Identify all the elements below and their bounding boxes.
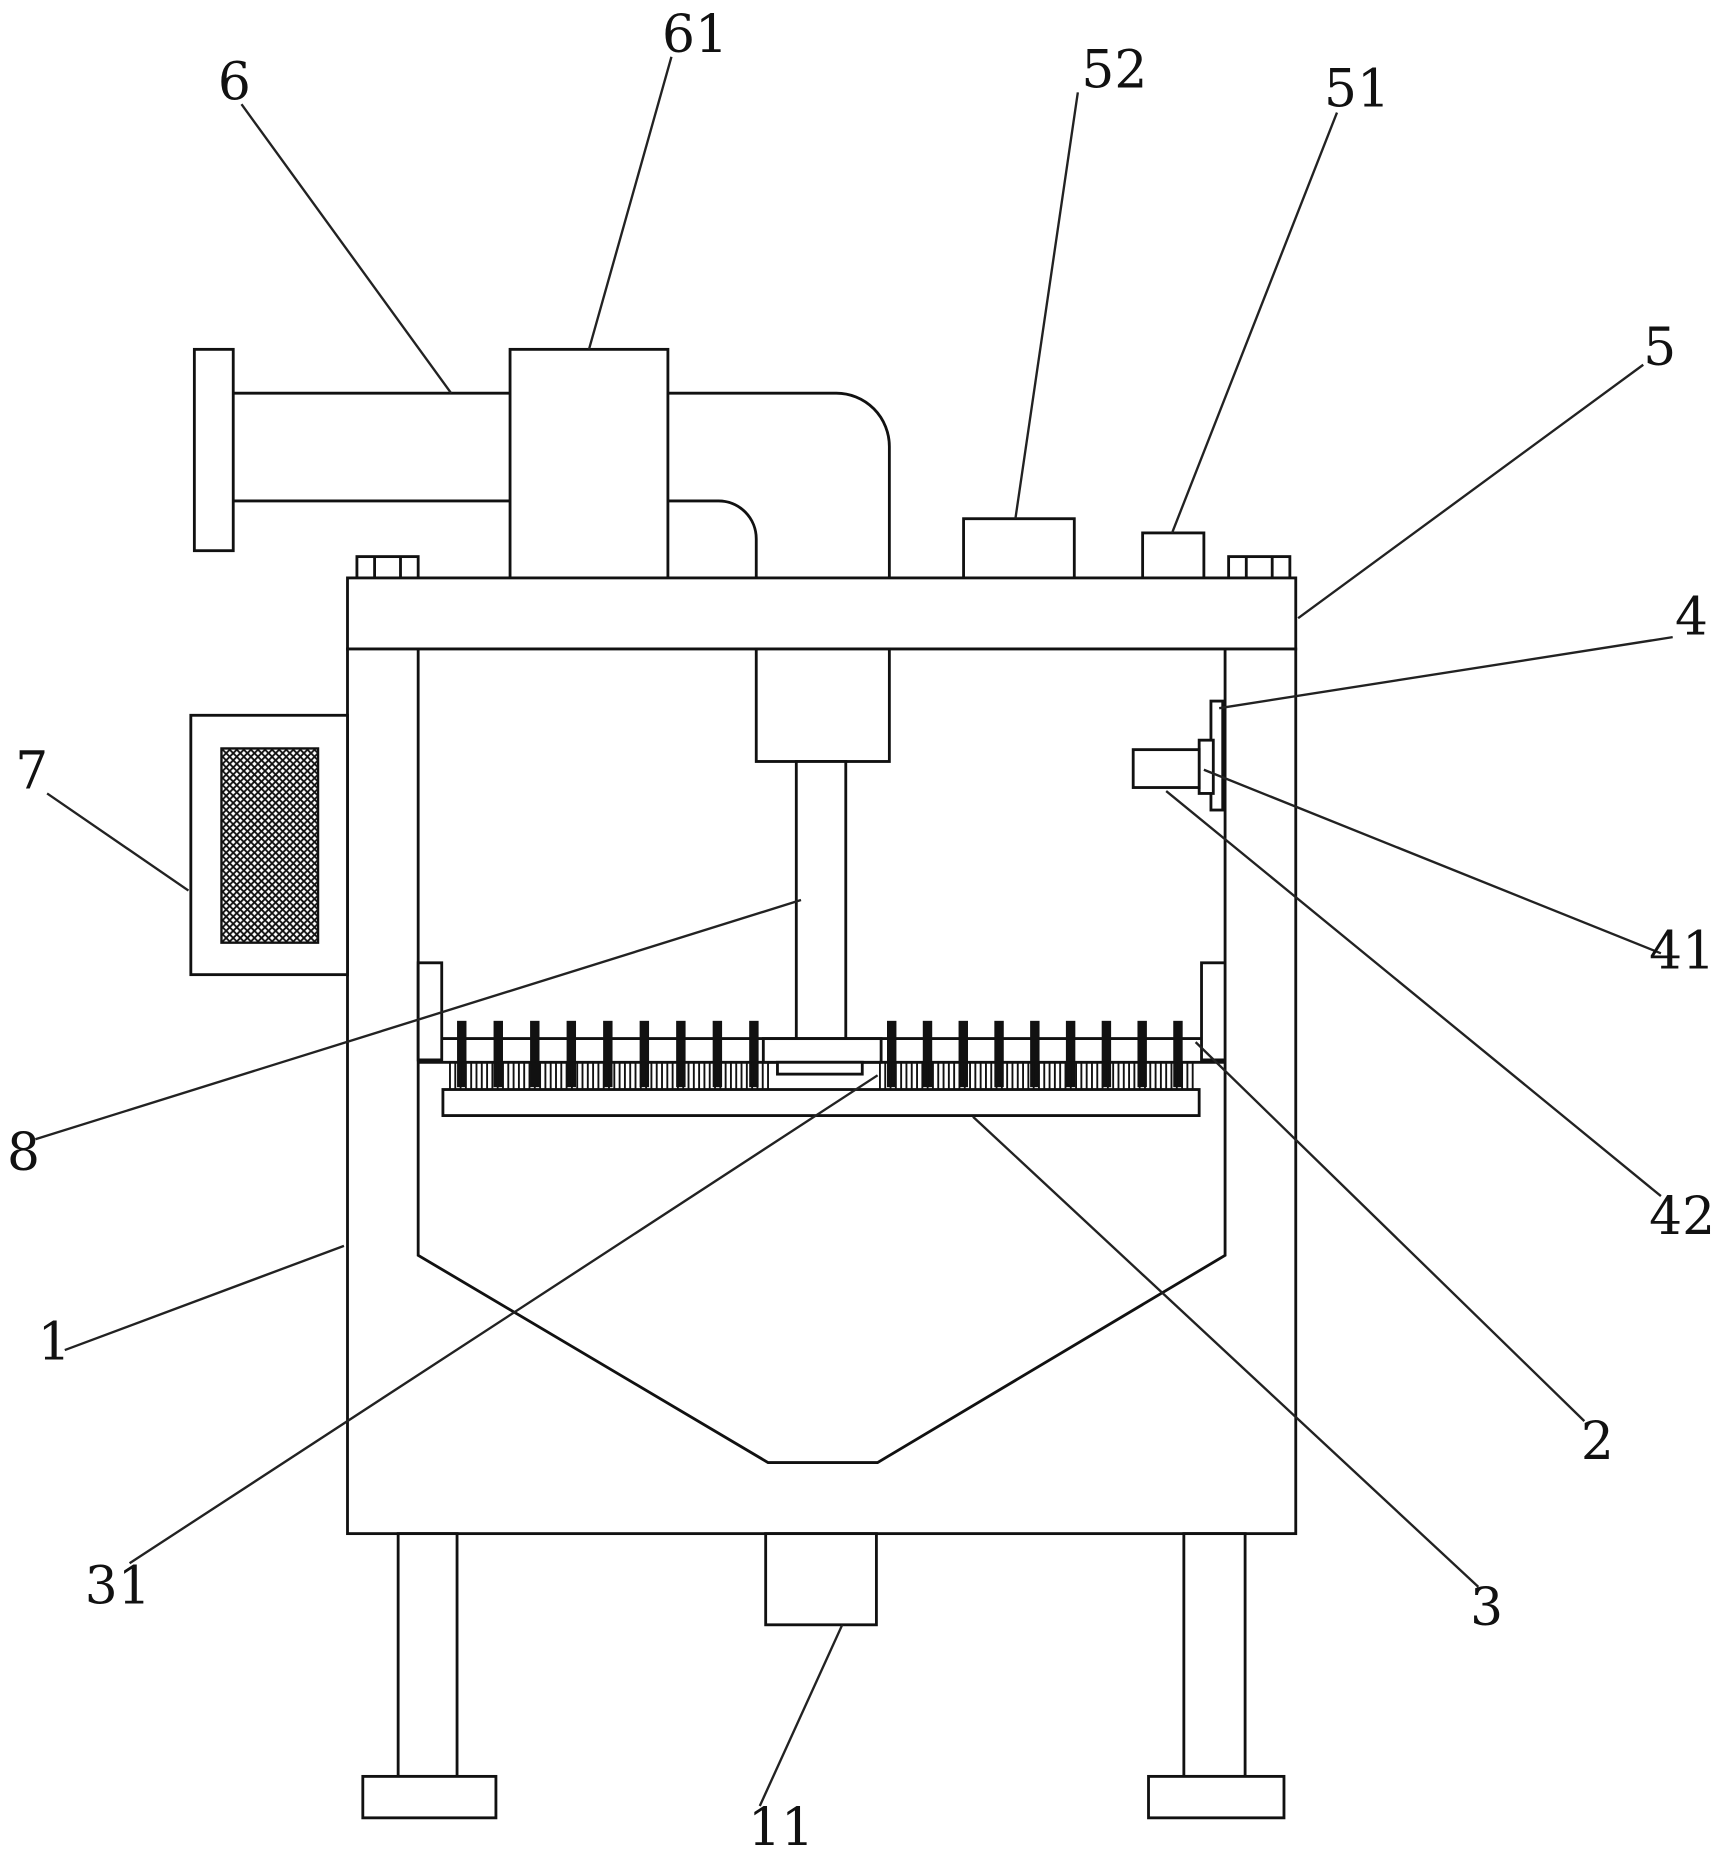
bracket-right <box>1202 963 1226 1060</box>
sensor-holder <box>1199 740 1213 793</box>
elbow-pipe <box>668 393 889 578</box>
label-42: 42 <box>1649 1187 1715 1247</box>
component-52 <box>964 519 1075 578</box>
label-8: 8 <box>7 1123 40 1183</box>
label-5: 5 <box>1643 318 1676 378</box>
label-3: 3 <box>1470 1578 1503 1638</box>
label-6: 6 <box>218 52 251 112</box>
label-52: 52 <box>1081 41 1147 101</box>
pump <box>510 349 668 578</box>
label-4: 4 <box>1675 588 1708 648</box>
sensor-probe <box>1133 750 1199 788</box>
lid <box>347 578 1295 649</box>
label-41: 41 <box>1649 922 1715 982</box>
label-51: 51 <box>1324 59 1390 119</box>
label-1: 1 <box>38 1312 71 1372</box>
outlet <box>766 1534 877 1625</box>
inlet-pipe <box>194 349 510 550</box>
label-2: 2 <box>1581 1412 1614 1472</box>
label-61: 61 <box>662 5 728 65</box>
component-51 <box>1143 533 1204 578</box>
bracket-left <box>418 963 442 1060</box>
label-11: 11 <box>748 1798 814 1851</box>
label-31: 31 <box>85 1556 151 1616</box>
motor <box>756 649 889 762</box>
shaft <box>796 761 845 1039</box>
vent-mesh <box>221 748 318 942</box>
label-7: 7 <box>15 742 48 802</box>
